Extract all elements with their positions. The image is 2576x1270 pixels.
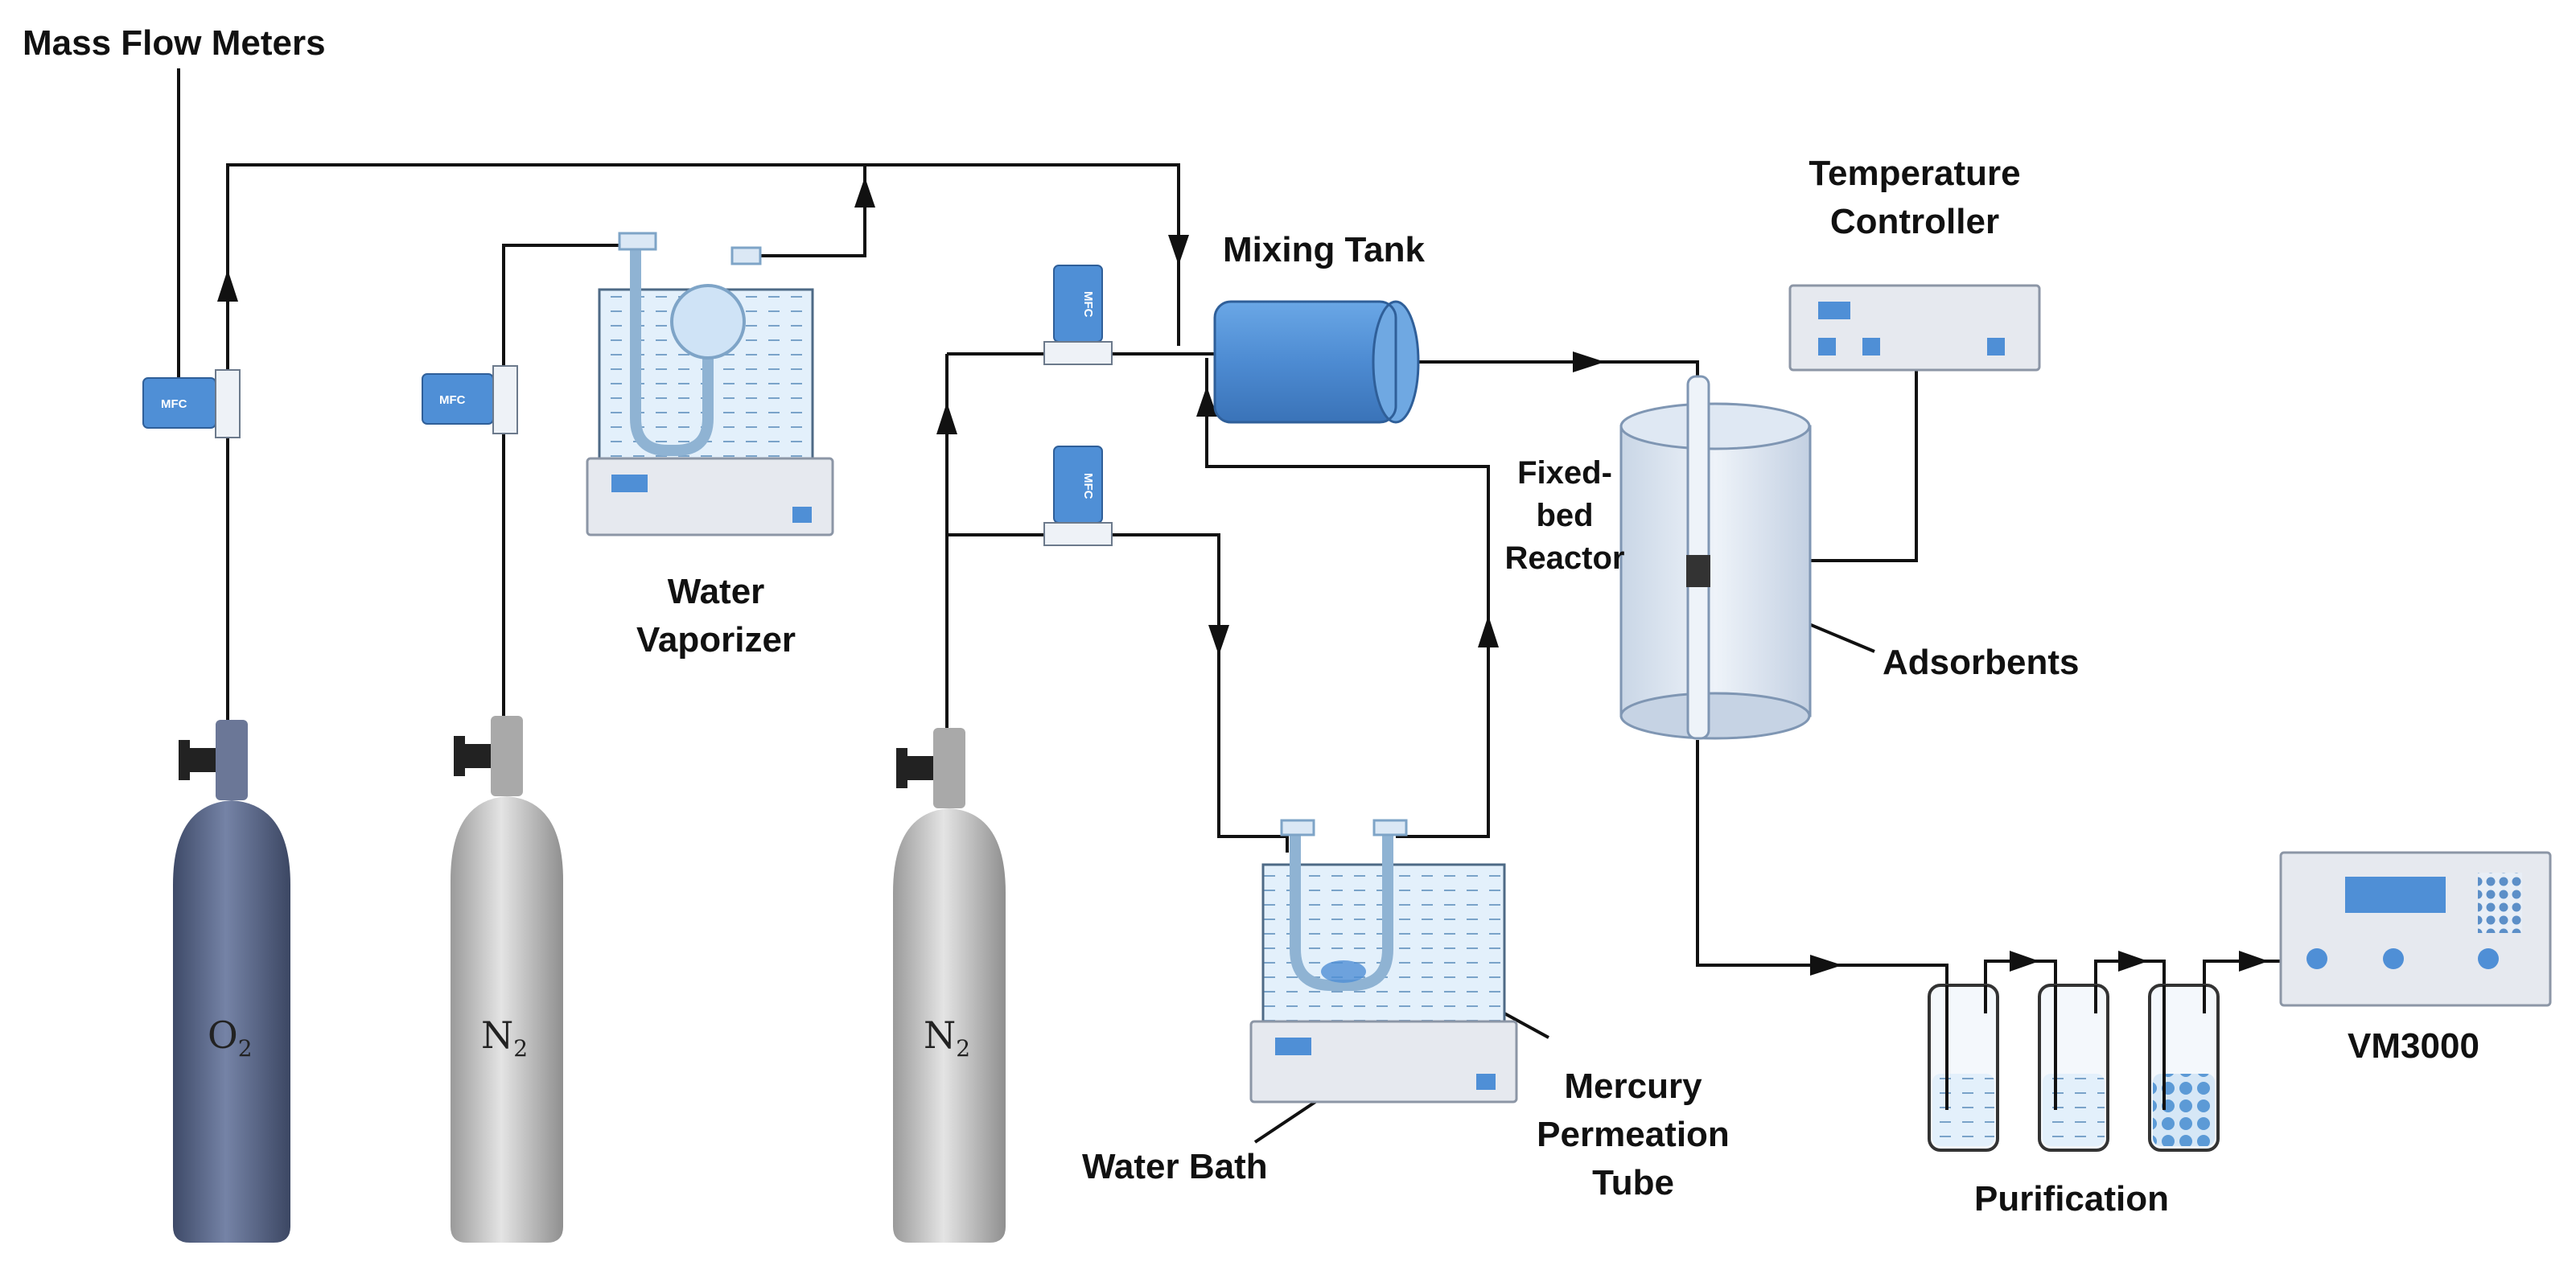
label-mass-flow-meters: Mass Flow Meters <box>23 23 326 63</box>
arrow-purif-right <box>1810 955 1842 976</box>
mfc-lower: MFC <box>1043 446 1113 546</box>
cylinder-n2-1-label: N2 <box>481 1013 529 1062</box>
arrow-lower-down <box>1208 625 1229 656</box>
label-fixed-bed-line2: bed <box>1536 498 1594 533</box>
arrow-header-down <box>1168 235 1189 265</box>
label-vm3000: VM3000 <box>2348 1026 2479 1066</box>
label-purification: Purification <box>1973 1179 2170 1219</box>
svg-text:MFC: MFC <box>161 397 187 411</box>
arrow-b3-right <box>2239 951 2269 972</box>
arrow-header-up <box>854 177 875 208</box>
pipe-mfc-lower-out <box>1110 533 1289 853</box>
mfc-upper: MFC <box>1043 265 1113 365</box>
pipe-tank-out <box>1396 360 1699 384</box>
purification-bottles <box>1928 984 2220 1152</box>
arrow-o2-up <box>217 269 238 302</box>
flow-arrows <box>217 177 2269 976</box>
cylinder-n2-2-label: N2 <box>924 1013 971 1062</box>
label-water-bath: Water Bath <box>1082 1147 1268 1186</box>
arrow-mix-up <box>1196 386 1217 417</box>
cylinder-n2-1 <box>451 716 563 1243</box>
fixed-bed-reactor <box>1619 375 1812 740</box>
wire-temp-controller <box>1804 370 1918 562</box>
arrow-n2-up <box>936 402 957 434</box>
pipe-n2-vaporizer-in <box>502 244 632 724</box>
label-fixed-bed-line1: Fixed- <box>1517 455 1612 491</box>
pipe-reactor-out <box>1696 740 1948 985</box>
label-water-vaporizer-line2: Vaporizer <box>636 620 796 660</box>
vm3000-analyzer <box>2279 851 2552 1007</box>
arrow-tank-right <box>1573 351 1605 372</box>
svg-text:MFC: MFC <box>439 393 466 407</box>
label-adsorbents: Adsorbents <box>1883 643 2080 682</box>
water-bath <box>1249 819 1518 1104</box>
label-mercury-line2: Permeation <box>1537 1115 1730 1154</box>
mixing-tank <box>1213 300 1420 424</box>
cylinder-n2-2 <box>893 728 1006 1243</box>
label-mercury-line1: Mercury <box>1564 1067 1702 1106</box>
arrow-b1-right <box>2010 951 2039 972</box>
water-vaporizer <box>586 232 834 536</box>
arrow-bath-up <box>1478 615 1499 647</box>
pipe-vaporizer-out <box>752 241 866 257</box>
label-mercury-line3: Tube <box>1592 1163 1674 1202</box>
label-temperature-controller-line2: Controller <box>1829 202 2000 241</box>
mfc-n2-1: MFC <box>422 365 518 434</box>
label-mixing-tank: Mixing Tank <box>1223 230 1425 269</box>
svg-text:MFC: MFC <box>1081 473 1095 499</box>
label-water-vaporizer-line1: Water <box>667 572 765 611</box>
cylinder-o2-label: O2 <box>208 1013 253 1062</box>
cylinder-o2 <box>173 720 290 1243</box>
mfc-o2: MFC <box>142 369 241 438</box>
svg-text:MFC: MFC <box>1081 291 1095 318</box>
label-temperature-controller-line1: Temperature <box>1809 154 2021 193</box>
arrow-b2-right <box>2118 951 2148 972</box>
pipe-bath-out <box>1205 358 1490 838</box>
label-fixed-bed-line3: Reactor <box>1504 540 1625 576</box>
temperature-controller <box>1788 284 2041 372</box>
